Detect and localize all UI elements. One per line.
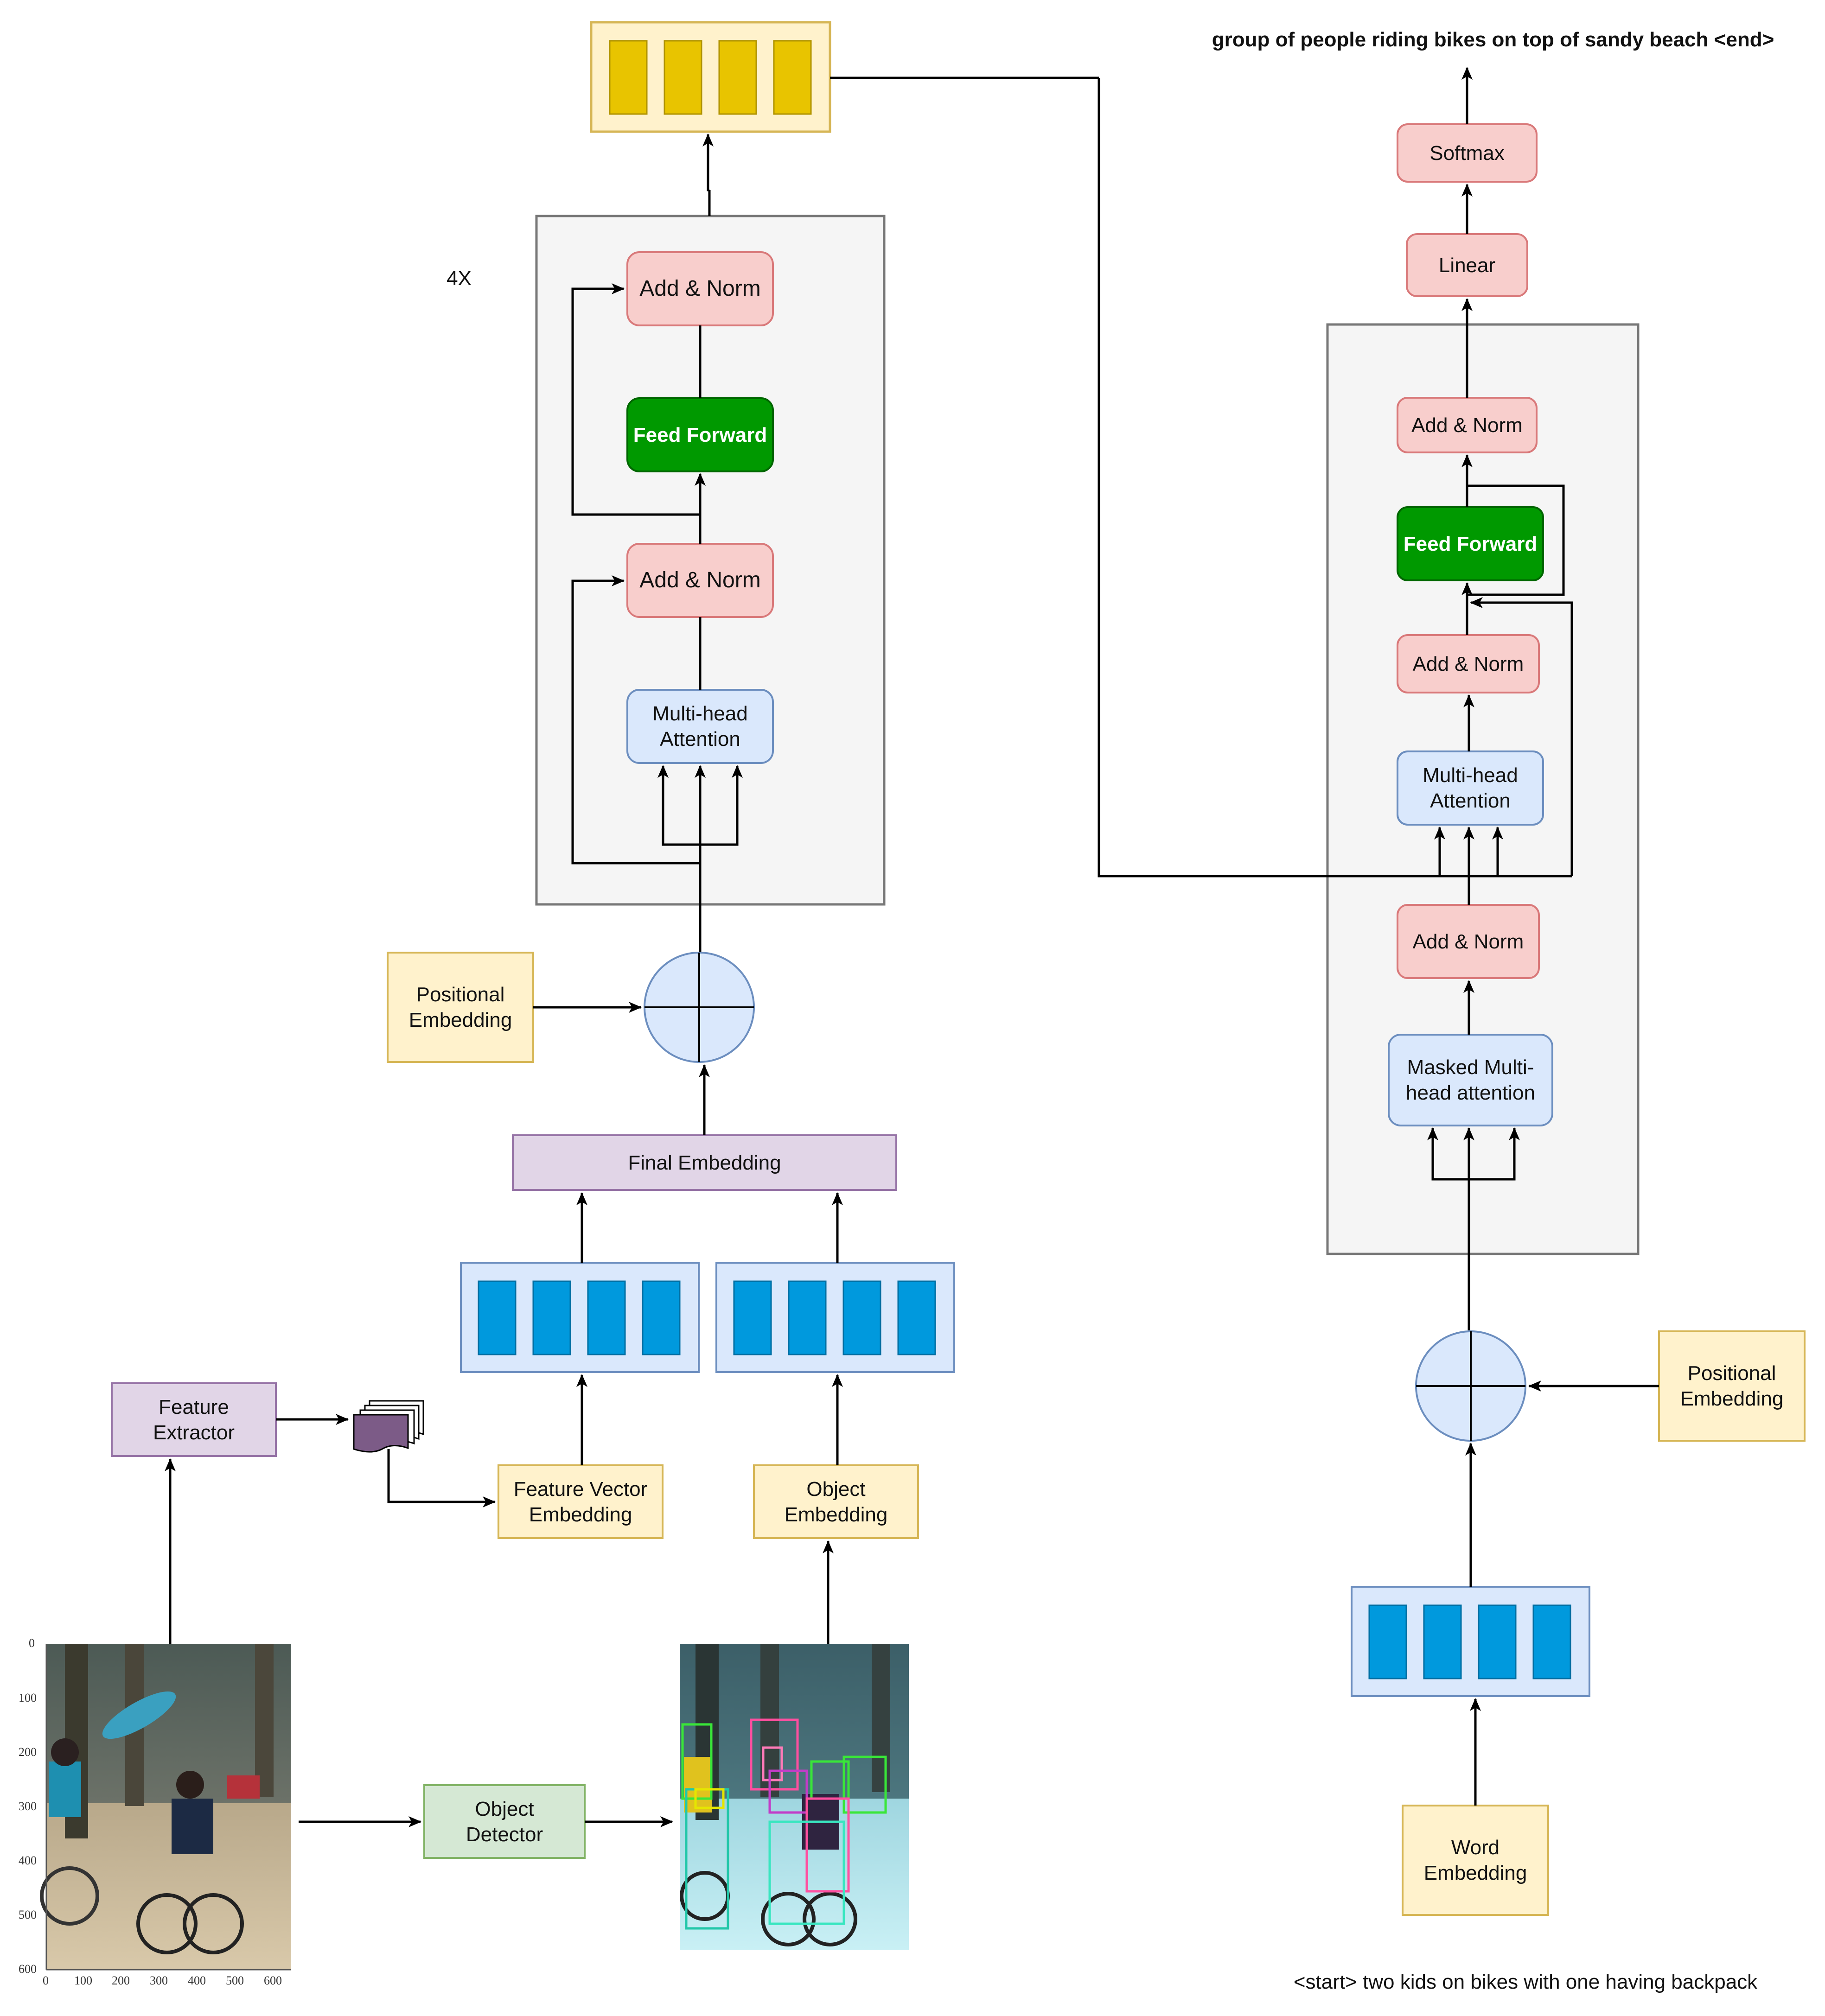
x-tick-label: 500 — [226, 1974, 244, 1987]
y-tick-label: 300 — [19, 1800, 37, 1813]
decoder-feed-forward — [1397, 506, 1544, 581]
encoder-multi-head-attention — [626, 689, 774, 764]
feature-connectors — [165, 1374, 843, 1827]
x-tick-label: 400 — [188, 1974, 206, 1987]
encoder-connectors — [571, 134, 743, 953]
feature-vector-cell — [642, 1280, 681, 1355]
decoder-positional-embedding — [1658, 1330, 1806, 1442]
y-tick-label: 100 — [19, 1691, 37, 1704]
object-detector — [423, 1784, 586, 1859]
decoder-add-norm-middle — [1397, 634, 1540, 693]
object-vector-cell — [733, 1280, 772, 1355]
decoder-sum-node — [1415, 1330, 1526, 1442]
encoder-feed-forward — [626, 397, 774, 472]
encoder-output-vector — [590, 21, 831, 133]
y-tick-label: 0 — [29, 1636, 35, 1650]
feature-extractor — [111, 1382, 277, 1457]
x-tick-label: 0 — [43, 1974, 49, 1987]
word-vector-cell — [1478, 1604, 1517, 1679]
encoder-positional-embedding — [387, 952, 534, 1063]
encoder-sum-node — [644, 952, 755, 1063]
feature-vector-cell — [587, 1280, 626, 1355]
decoder-add-norm-top — [1397, 397, 1538, 453]
feature-map-stack-icon — [353, 1400, 424, 1453]
x-tick-label: 300 — [150, 1974, 168, 1987]
x-tick-label: 200 — [112, 1974, 130, 1987]
decoder-masked-attention — [1388, 1034, 1553, 1126]
y-tick-label: 600 — [19, 1962, 37, 1976]
feature-vector-cell — [478, 1280, 517, 1355]
decoder-linear — [1406, 233, 1528, 297]
object-embedding — [753, 1464, 919, 1539]
y-tick-label: 200 — [19, 1745, 37, 1759]
decoder-multi-head-attention — [1397, 750, 1544, 826]
encoder-output-cell — [718, 40, 757, 115]
word-vector-cell — [1423, 1604, 1462, 1679]
object-vector-cell — [897, 1280, 936, 1355]
encoder-add-norm-top — [626, 251, 774, 326]
feature-vector-embedding — [498, 1464, 664, 1539]
decoder-connectors — [830, 67, 1573, 1330]
word-vector — [1351, 1586, 1590, 1697]
encoder-output-cell — [609, 40, 648, 115]
word-vector-cell — [1532, 1604, 1571, 1679]
object-vector-cell — [788, 1280, 827, 1355]
object-vector — [715, 1262, 955, 1373]
feature-vector — [460, 1262, 700, 1373]
object-vector-cell — [842, 1280, 881, 1355]
input-image-axes — [45, 1644, 291, 1971]
final-embedding — [512, 1134, 897, 1191]
x-tick-label: 100 — [74, 1974, 92, 1987]
encoder-add-norm-bottom — [626, 543, 774, 618]
decoder-softmax — [1397, 123, 1538, 183]
word-embedding — [1402, 1805, 1549, 1916]
y-tick-label: 400 — [19, 1854, 37, 1867]
encoder-output-cell — [664, 40, 702, 115]
encoder-output-cell — [773, 40, 812, 115]
word-vector-cell — [1368, 1604, 1407, 1679]
y-tick-label: 500 — [19, 1908, 37, 1921]
feature-vector-cell — [532, 1280, 571, 1355]
decoder-add-norm-bottom — [1397, 904, 1540, 979]
detected-image — [680, 1644, 909, 1950]
input-image — [40, 1644, 291, 1970]
x-tick-label: 600 — [264, 1974, 282, 1987]
